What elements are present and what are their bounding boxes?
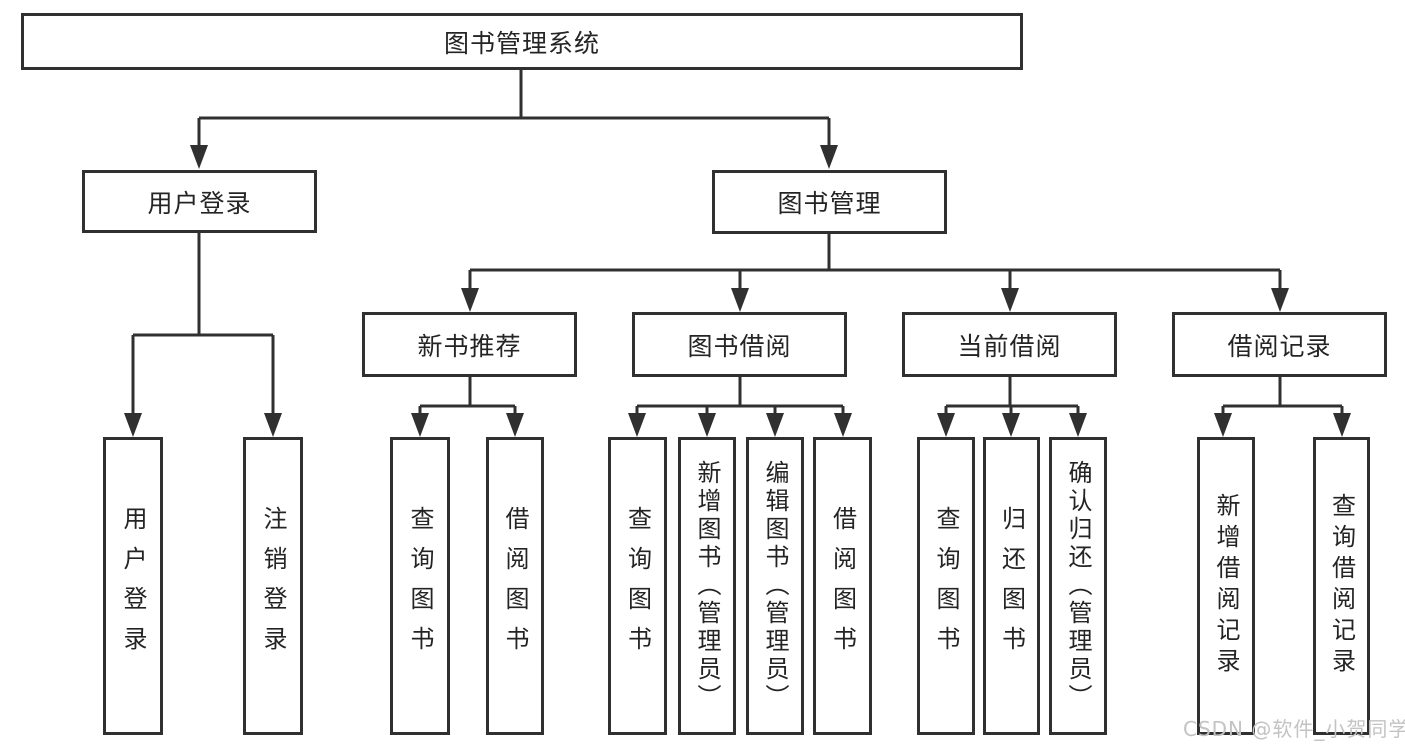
- leaf-query-books-current: 查询图书: [917, 437, 975, 735]
- leaf-edit-books-admin: 编辑图书（管理员）: [746, 437, 804, 735]
- leaf-return-books: 归还图书: [983, 437, 1040, 735]
- csdn-watermark: CSDN @软件_小贺同学: [1183, 717, 1405, 741]
- node-user-login: 用户登录: [82, 170, 317, 233]
- leaf-borrow-books-recommend: 借阅图书: [486, 437, 544, 735]
- node-book-management: 图书管理: [712, 170, 947, 234]
- leaf-logout: 注销登录: [243, 437, 303, 735]
- node-book-borrow: 图书借阅: [632, 312, 847, 377]
- node-root-system: 图书管理系统: [21, 13, 1023, 70]
- node-new-book-recommend: 新书推荐: [362, 312, 577, 377]
- leaf-query-borrow-record: 查询借阅记录: [1313, 437, 1370, 735]
- leaf-user-login: 用户登录: [103, 437, 163, 735]
- leaf-confirm-return-admin: 确认归还（管理员）: [1049, 437, 1107, 735]
- node-borrow-records: 借阅记录: [1172, 312, 1387, 377]
- leaf-add-borrow-record: 新增借阅记录: [1197, 437, 1255, 735]
- arrowhead-icons: [124, 145, 1351, 437]
- node-current-borrow: 当前借阅: [902, 312, 1117, 377]
- leaf-query-books-borrow: 查询图书: [608, 437, 667, 735]
- leaf-borrow-books: 借阅图书: [813, 437, 872, 735]
- leaf-query-books-recommend: 查询图书: [390, 437, 450, 735]
- connector-paths: [131, 70, 1344, 415]
- leaf-add-books-admin: 新增图书（管理员）: [678, 437, 736, 735]
